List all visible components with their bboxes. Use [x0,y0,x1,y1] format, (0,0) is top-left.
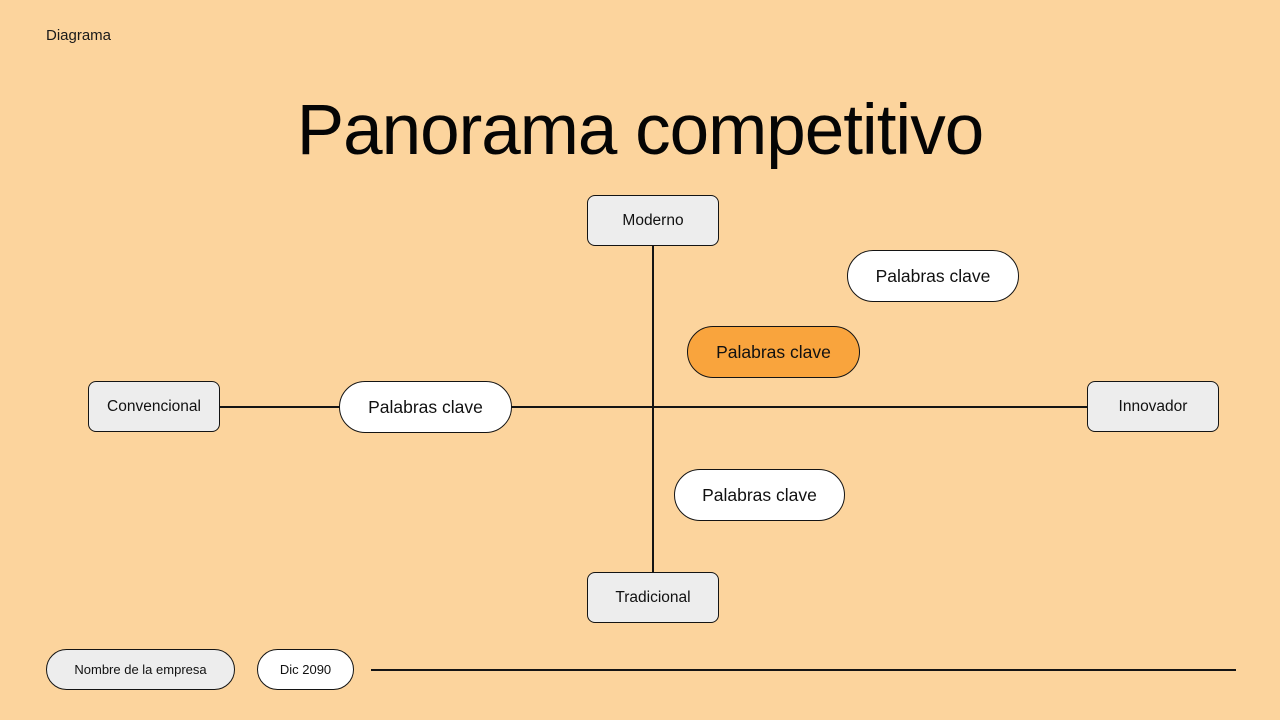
axis-node-convencional[interactable]: Convencional [88,381,220,432]
keyword-pill-label: Palabras clave [702,484,817,505]
axis-node-label: Convencional [107,397,201,415]
keyword-pill-center-right-highlighted[interactable]: Palabras clave [687,326,860,378]
horizontal-axis-line [220,406,1088,408]
company-name-label: Nombre de la empresa [74,662,207,677]
keyword-pill-label: Palabras clave [716,341,831,362]
keyword-pill-top-right[interactable]: Palabras clave [847,250,1019,302]
axis-node-tradicional[interactable]: Tradicional [587,572,719,623]
axis-node-label: Tradicional [615,588,691,606]
axis-node-label: Moderno [622,211,684,229]
keyword-pill-bottom-center[interactable]: Palabras clave [674,469,845,521]
axis-node-label: Innovador [1118,397,1188,415]
vertical-axis-line [652,246,654,573]
footer-divider-line [371,669,1236,671]
slide-title: Panorama competitivo [296,91,984,170]
axis-node-moderno[interactable]: Moderno [587,195,719,246]
date-label: Dic 2090 [279,662,332,677]
keyword-pill-label: Palabras clave [875,265,991,286]
keyword-pill-left-axis[interactable]: Palabras clave [339,381,512,433]
page-label: Diagrama [46,27,112,44]
axis-node-innovador[interactable]: Innovador [1087,381,1219,432]
company-name-pill[interactable]: Nombre de la empresa [46,649,235,690]
keyword-pill-label: Palabras clave [368,396,483,417]
date-pill[interactable]: Dic 2090 [257,649,354,690]
